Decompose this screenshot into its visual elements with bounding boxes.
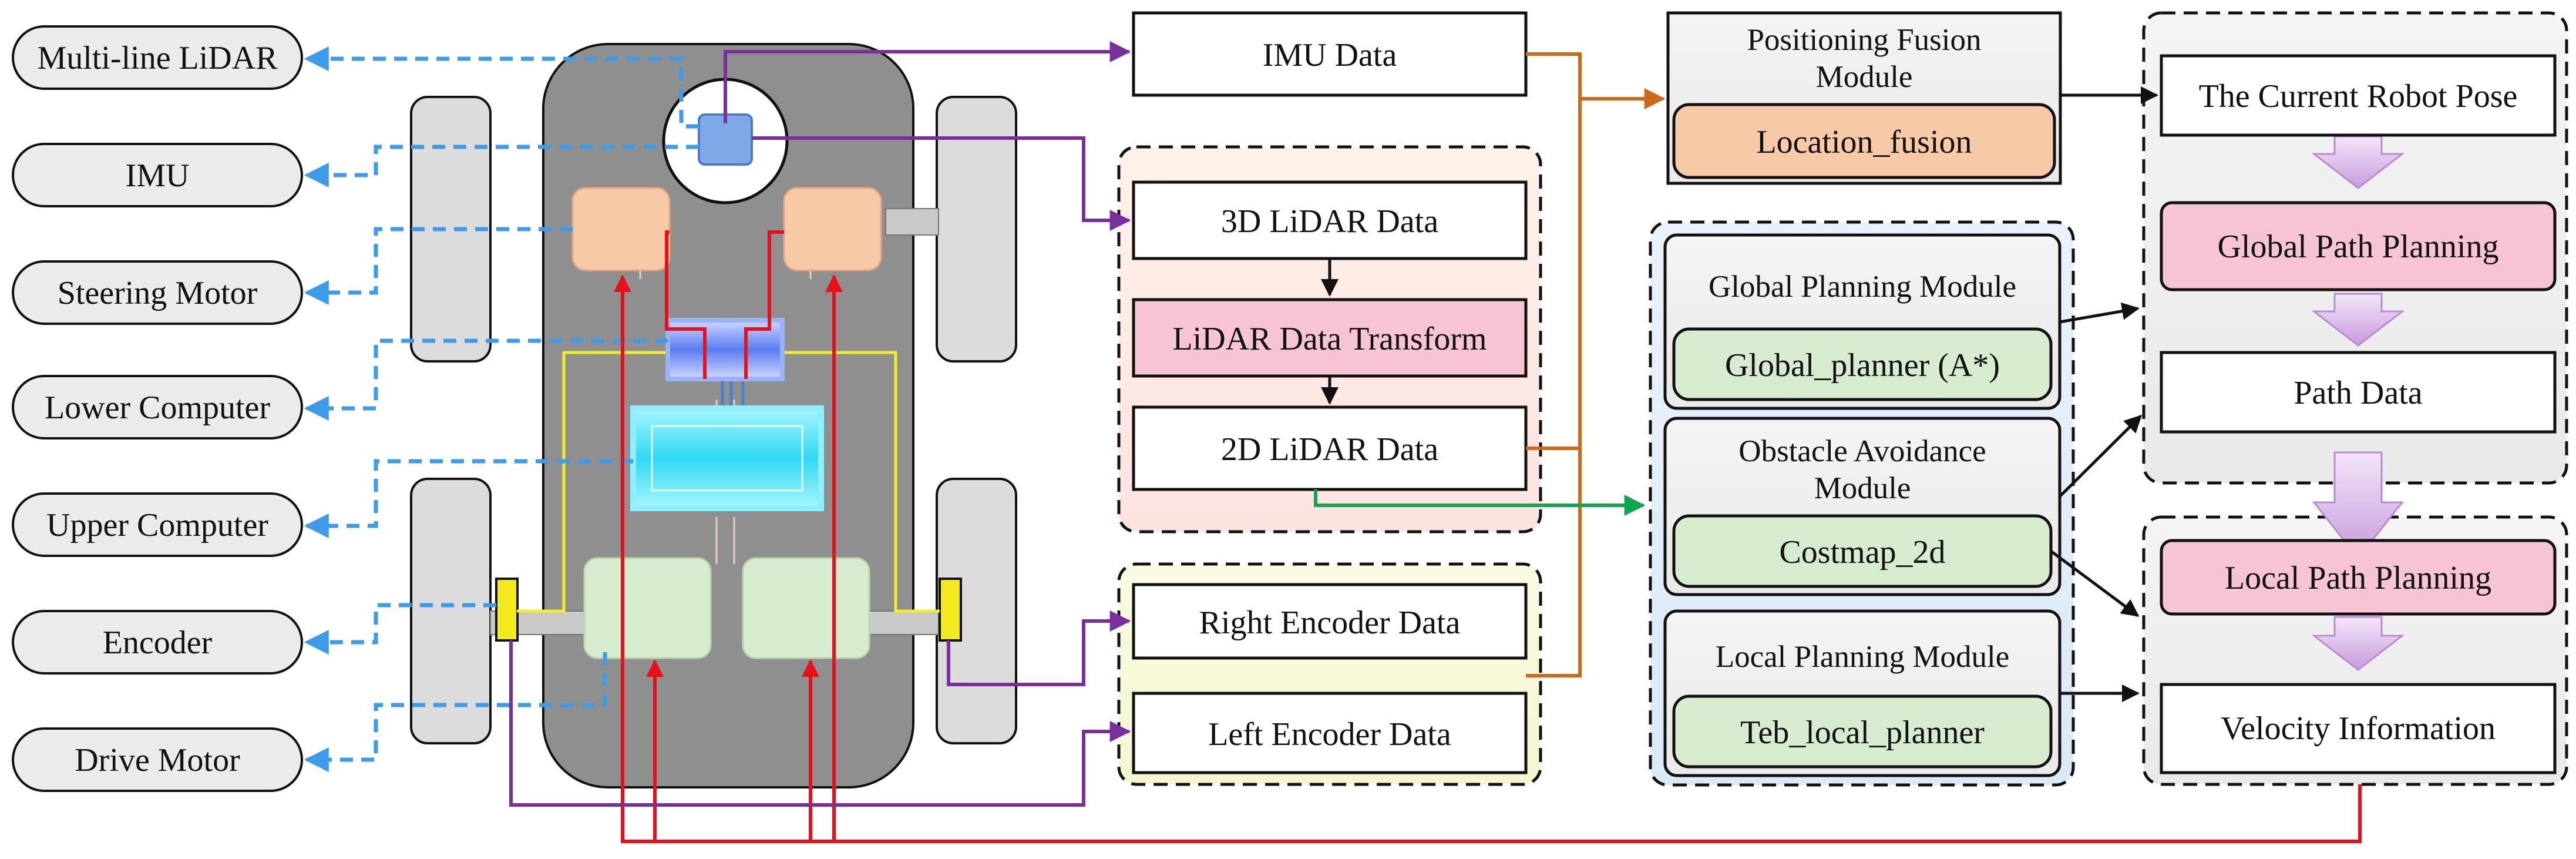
local-path-planning-box: Local Path Planning [2160, 539, 2557, 616]
global-planning-title: Global Planning Module [1709, 270, 2016, 304]
sensor-links [509, 41, 1131, 807]
peripheral-label: Encoder [103, 625, 213, 661]
lidar-3d-box: 3D LiDAR Data [1132, 180, 1528, 260]
peripheral-encoder: Encoder [12, 610, 303, 675]
local-planning-module: Local Planning Module Teb_local_planner [1663, 609, 2062, 777]
peripheral-multiline-lidar: Multi-line LiDAR [12, 25, 303, 90]
path-data-box: Path Data [2160, 351, 2557, 434]
costmap-node: Costmap_2d [1779, 534, 1945, 571]
local-planner-node: Teb_local_planner [1740, 714, 1985, 751]
encoder-left [495, 578, 519, 642]
lidar-2d-box: 2D LiDAR Data [1132, 405, 1528, 491]
peripheral-label: Steering Motor [58, 275, 258, 311]
drive-motor-left [583, 557, 712, 659]
peripheral-label: Multi-line LiDAR [37, 40, 278, 76]
lidar-2d-label: 2D LiDAR Data [1221, 431, 1438, 468]
peripheral-imu: IMU [12, 143, 303, 207]
peripheral-links [304, 46, 699, 772]
global-planner-node: Global_planner (A*) [1725, 347, 2000, 384]
peripheral-label: Lower Computer [45, 390, 270, 426]
velocity-info-box: Velocity Information [2160, 683, 2557, 774]
drive-motor-right [742, 557, 870, 659]
global-path-planning-label: Global Path Planning [2217, 229, 2498, 265]
imu-data-box: IMU Data [1132, 11, 1528, 97]
module-links [2050, 86, 2158, 702]
peripheral-drive-motor: Drive Motor [12, 727, 303, 792]
fusion-title-line1: Positioning Fusion [1747, 23, 1981, 57]
obstacle-avoidance-module: Obstacle Avoidance Module Costmap_2d [1663, 417, 2062, 596]
peripheral-steering-motor: Steering Motor [12, 260, 303, 325]
lidar-transform-box: LiDAR Data Transform [1132, 298, 1528, 378]
lidar-3d-label: 3D LiDAR Data [1221, 203, 1438, 240]
robot-pose-label: The Current Robot Pose [2199, 78, 2518, 115]
fusion-node-label: Location_fusion [1756, 124, 1972, 160]
lidar-transform-label: LiDAR Data Transform [1172, 321, 1487, 357]
right-encoder-box: Right Encoder Data [1132, 583, 1528, 660]
path-data-label: Path Data [2293, 375, 2422, 411]
global-planning-module: Global Planning Module Global_planner (A… [1663, 233, 2062, 410]
left-encoder-label: Left Encoder Data [1208, 716, 1451, 753]
peripheral-lower-computer: Lower Computer [12, 375, 303, 439]
obstacle-title-line1: Obstacle Avoidance [1738, 434, 1986, 468]
imu-data-label: IMU Data [1263, 37, 1397, 73]
obstacle-title-line2: Module [1814, 471, 1911, 505]
peripheral-label: Upper Computer [46, 507, 268, 543]
peripheral-label: IMU [126, 157, 190, 194]
local-planning-title: Local Planning Module [1716, 640, 2009, 674]
robot-chassis [410, 43, 1017, 788]
fusion-title-line2: Module [1816, 60, 1913, 94]
peripheral-list: Multi-line LiDAR IMU Steering Motor Lowe… [12, 25, 303, 792]
local-path-planning-label: Local Path Planning [2225, 560, 2491, 596]
global-path-planning-box: Global Path Planning [2160, 201, 2557, 291]
pipeline-arrows [2311, 135, 2405, 671]
peripheral-upper-computer: Upper Computer [12, 492, 303, 557]
velocity-command-lines [614, 230, 2362, 843]
peripheral-label: Drive Motor [75, 742, 240, 779]
wheel-front-left [410, 96, 492, 363]
steering-motor-left [571, 187, 671, 271]
robot-pose-box: The Current Robot Pose [2160, 54, 2557, 137]
steering-motor-right [783, 187, 882, 271]
fusion-links [1526, 52, 1666, 677]
positioning-fusion-module: Positioning Fusion Module Location_fusio… [1666, 11, 2062, 185]
upper-computer-board [630, 405, 824, 511]
right-encoder-label: Right Encoder Data [1199, 605, 1461, 641]
encoder-right [939, 578, 962, 642]
left-encoder-box: Left Encoder Data [1132, 692, 1528, 774]
lidar-to-costmap-link [1314, 489, 1646, 516]
velocity-info-label: Velocity Information [2221, 710, 2496, 747]
